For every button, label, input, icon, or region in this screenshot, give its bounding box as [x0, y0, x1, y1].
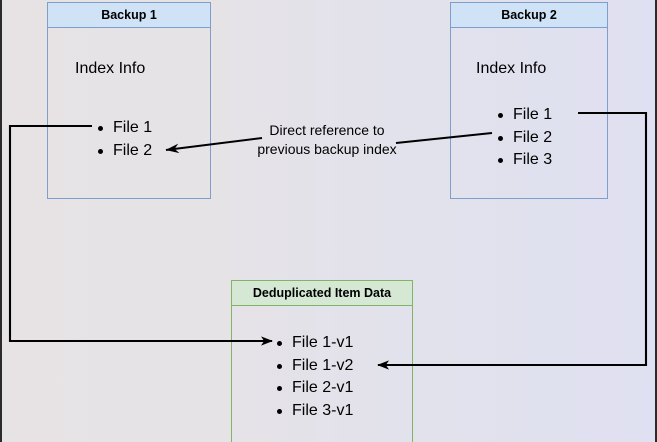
deduplicated-file-list: File 1-v1 File 1-v2 File 2-v1 File 3-v1 — [274, 332, 353, 422]
page-right-edge — [655, 0, 657, 442]
connector-backup2-file1-to-dedup — [377, 111, 648, 370]
node-backup-1-title: Backup 1 — [48, 3, 210, 28]
backup-2-index-info-label: Index Info — [476, 60, 547, 77]
caption-line-1: Direct reference to — [269, 122, 385, 138]
list-item: File 1 — [95, 117, 152, 140]
node-backup-2-title: Backup 2 — [451, 3, 607, 28]
list-item: File 1 — [495, 104, 552, 127]
list-item: File 1-v2 — [274, 355, 353, 378]
page-left-edge — [0, 0, 2, 442]
list-item: File 1-v1 — [274, 332, 353, 355]
connector-backup2-file2-to-caption — [395, 131, 493, 145]
list-item: File 2 — [495, 127, 552, 150]
list-item: File 3 — [495, 149, 552, 172]
node-backup-1[interactable]: Backup 1 Index Info File 1 File 2 — [47, 2, 211, 199]
caption-direct-reference: Direct reference to previous backup inde… — [237, 121, 417, 159]
backup-1-file-list: File 1 File 2 — [95, 117, 152, 162]
node-backup-1-body: Index Info File 1 File 2 — [48, 28, 210, 198]
node-deduplicated-item-data-title: Deduplicated Item Data — [232, 281, 412, 306]
node-backup-2[interactable]: Backup 2 Index Info File 1 File 2 File 3 — [450, 2, 608, 199]
connector-caption-to-backup1-file2 — [165, 136, 263, 154]
caption-line-2: previous backup index — [257, 141, 397, 157]
list-item: File 2 — [95, 140, 152, 163]
node-deduplicated-item-data-body: File 1-v1 File 1-v2 File 2-v1 File 3-v1 — [232, 306, 412, 442]
node-deduplicated-item-data[interactable]: Deduplicated Item Data File 1-v1 File 1-… — [231, 280, 413, 442]
list-item: File 2-v1 — [274, 377, 353, 400]
node-backup-2-body: Index Info File 1 File 2 File 3 — [451, 28, 607, 198]
backup-2-file-list: File 1 File 2 File 3 — [495, 104, 552, 172]
connector-backup1-file1-to-dedup — [8, 124, 273, 346]
list-item: File 3-v1 — [274, 400, 353, 423]
backup-1-index-info-label: Index Info — [75, 60, 146, 77]
